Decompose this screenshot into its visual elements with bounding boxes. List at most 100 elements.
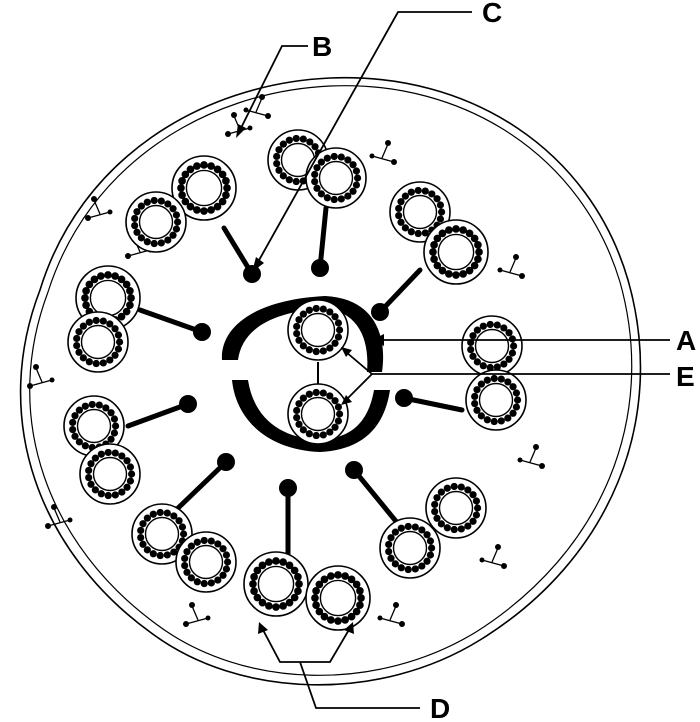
tube-dot	[426, 551, 435, 559]
tube-lumen	[80, 324, 116, 360]
tube-dot	[423, 557, 431, 565]
tube-dot	[137, 533, 145, 542]
tube-dot	[110, 429, 119, 437]
tube-dot	[106, 320, 114, 328]
tube-dot	[486, 363, 494, 372]
tube-dot	[200, 579, 208, 588]
tube-dot	[450, 482, 458, 491]
twig-tip	[393, 602, 399, 608]
tube-dot	[469, 491, 477, 499]
tube-dot	[222, 565, 231, 573]
tube-dot	[200, 161, 208, 169]
tube-lumen	[76, 408, 112, 444]
tube-dot	[131, 221, 139, 230]
tube-dot	[474, 504, 482, 512]
twig-tip	[377, 615, 383, 621]
tube-dot	[285, 136, 293, 144]
tube-dot	[214, 576, 222, 584]
bundle	[125, 155, 237, 253]
twig-tip	[517, 457, 523, 463]
twig-tip	[497, 267, 503, 273]
tube-dot	[305, 306, 313, 314]
tube-dot	[85, 473, 93, 482]
tube-dot	[411, 523, 419, 531]
twig-line	[29, 367, 53, 387]
tube-dot	[75, 438, 83, 446]
knob	[217, 453, 235, 471]
tube-dot	[258, 561, 267, 570]
tube-dot	[508, 335, 517, 343]
tube-dot	[500, 324, 508, 332]
tube-dot	[509, 383, 517, 391]
twig	[27, 364, 55, 389]
tube-dot	[469, 352, 477, 360]
leader-b	[239, 45, 308, 131]
tube-dot	[313, 164, 321, 172]
tube-lumen	[138, 204, 174, 240]
tube-dot	[431, 507, 439, 516]
tube-dot	[214, 540, 222, 548]
bundle-tube	[425, 477, 487, 539]
twig	[377, 602, 405, 627]
tube-dot	[85, 358, 93, 366]
label-a: A	[676, 325, 696, 356]
tube-dot	[295, 580, 303, 588]
tube-dot	[111, 491, 119, 499]
tube-lumen	[392, 530, 428, 566]
tube-dot	[469, 332, 477, 340]
tube-dot	[311, 594, 319, 602]
tube-dot	[187, 574, 195, 582]
tube-dot	[186, 202, 195, 211]
tube-dot	[312, 304, 320, 313]
tube-dot	[500, 360, 508, 368]
twig	[479, 544, 507, 569]
tube-dot	[327, 616, 335, 624]
central-tube-upper	[287, 299, 349, 361]
bundle-tube	[243, 551, 309, 617]
tube-dot	[470, 234, 479, 243]
tube-dot	[253, 566, 262, 575]
twig-line	[499, 257, 523, 277]
tube-dot	[104, 271, 112, 279]
tube-dot	[459, 226, 467, 234]
tube-dot	[428, 190, 436, 198]
tube-dot	[149, 510, 157, 518]
tube-dot	[356, 587, 364, 595]
tube-dot	[331, 339, 339, 347]
tube-dot	[433, 261, 442, 270]
tube-dot	[312, 601, 320, 609]
tube-dot	[174, 218, 182, 226]
tube-dot	[294, 573, 302, 581]
tube-dot	[497, 375, 505, 383]
tube-dot	[218, 170, 227, 179]
tube-dot	[414, 229, 422, 238]
twig-tip	[91, 196, 97, 202]
tube-dot	[250, 573, 258, 581]
tube-dot	[450, 525, 458, 534]
tube-dot	[479, 362, 487, 370]
tube-dot	[223, 184, 231, 192]
outer-wall-inner	[29, 85, 633, 676]
tube-dot	[438, 208, 446, 216]
bundle	[131, 503, 237, 593]
arrow-e-upper	[341, 347, 352, 357]
central-crescent-right	[325, 296, 384, 372]
tube-dot	[88, 400, 96, 409]
tube-dot	[330, 195, 338, 204]
central-crescent-lower	[232, 380, 390, 452]
tube-dot	[71, 432, 79, 440]
tube-dot	[178, 191, 186, 199]
tube-dot	[213, 202, 222, 211]
tube-dot	[306, 138, 314, 146]
tube-dot	[107, 435, 115, 443]
tube-dot	[102, 404, 110, 412]
tube-dot	[323, 154, 331, 162]
tube-dot	[421, 187, 429, 195]
tube-dot	[331, 397, 339, 405]
tube-dot	[81, 402, 89, 410]
tube-dot	[471, 399, 479, 408]
arrow-b	[236, 124, 246, 138]
tube-dot	[156, 508, 164, 517]
tube-dot	[293, 413, 301, 422]
